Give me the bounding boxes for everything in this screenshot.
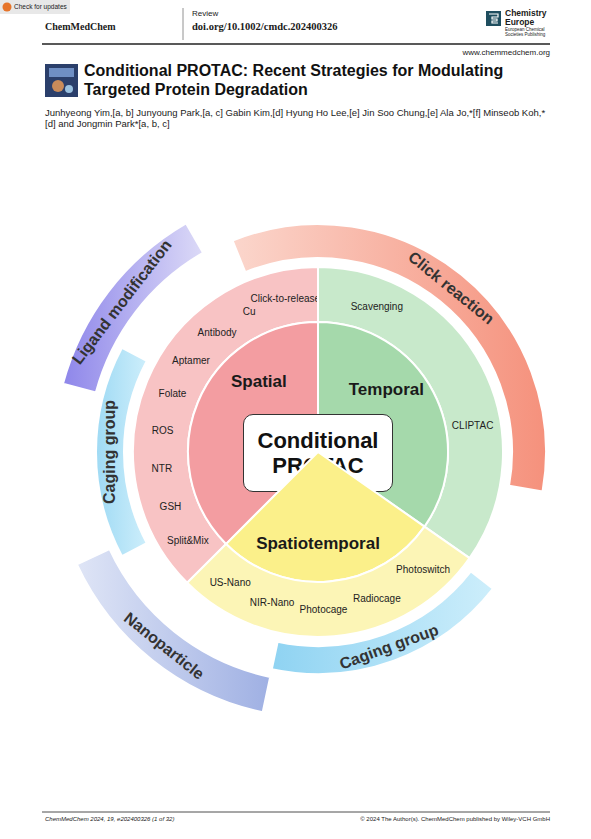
header-separator bbox=[183, 8, 184, 40]
strategy-label: Folate bbox=[159, 388, 187, 399]
sector-label: Spatial bbox=[231, 372, 287, 391]
cover-thumbnail-detail bbox=[49, 68, 74, 77]
journal-name: ChemMedChem bbox=[45, 21, 175, 33]
strategy-label: Cu bbox=[243, 305, 256, 316]
band-label: Caging group bbox=[101, 400, 119, 504]
method-band: Nanoparticle bbox=[74, 547, 273, 715]
strategy-label: Click-to-release bbox=[251, 293, 320, 304]
strategy-label: Antibody bbox=[198, 326, 237, 337]
strategy-label: GSH bbox=[160, 500, 182, 511]
publisher-logo bbox=[486, 11, 501, 26]
method-band-outline bbox=[272, 571, 493, 674]
strategy-label: ROS bbox=[152, 425, 174, 436]
update-badge-text: Check for updates bbox=[14, 3, 74, 11]
doi: doi.org/10.1002/cmdc.202400326 bbox=[192, 21, 452, 34]
cover-thumbnail-detail bbox=[52, 80, 64, 92]
publisher-logo-mark bbox=[489, 14, 498, 23]
method-band-outline bbox=[77, 549, 270, 712]
method-band: Caging group bbox=[269, 569, 495, 676]
strategy-label: NTR bbox=[152, 463, 173, 474]
sector-label: Spatiotemporal bbox=[256, 535, 380, 554]
header-rule bbox=[42, 43, 550, 45]
strategy-label: NIR-Nano bbox=[250, 597, 294, 608]
journal-url: www.chemmedchem.org bbox=[350, 48, 550, 58]
strategy-label: Split&Mix bbox=[167, 534, 209, 545]
strategy-label: Scavenging bbox=[351, 301, 403, 312]
footer-citation: ChemMedChem 2024, 19, e202400326 (1 of 3… bbox=[45, 816, 295, 823]
footer-copyright: © 2024 The Author(s). ChemMedChem publis… bbox=[290, 816, 550, 823]
cover-thumbnail-detail bbox=[65, 85, 73, 93]
strategy-label: Aptamer bbox=[172, 354, 210, 365]
method-band-shape bbox=[74, 547, 273, 715]
strategy-label: Radiocage bbox=[353, 592, 401, 603]
publisher-subtitle: European Chemical Societies Publishing bbox=[505, 28, 555, 37]
strategy-label: US-Nano bbox=[210, 577, 251, 588]
footer-rule bbox=[42, 812, 550, 813]
strategy-label: CLIPTAC bbox=[452, 419, 494, 430]
update-icon bbox=[3, 3, 12, 12]
cover-thumbnail bbox=[45, 64, 78, 97]
method-band-shape bbox=[269, 569, 495, 676]
article-type: Review bbox=[192, 9, 292, 19]
strategy-label: Photocage bbox=[300, 603, 348, 614]
publisher-name: Chemistry Europe bbox=[505, 9, 553, 26]
strategy-label: Photoswitch bbox=[396, 563, 450, 574]
article-title: Conditional PROTAC: Recent Strategies fo… bbox=[84, 61, 564, 99]
author-list: Junhyeong Yim,[a, b] Junyoung Park,[a, c… bbox=[45, 107, 555, 130]
sector-label: Temporal bbox=[349, 381, 424, 400]
